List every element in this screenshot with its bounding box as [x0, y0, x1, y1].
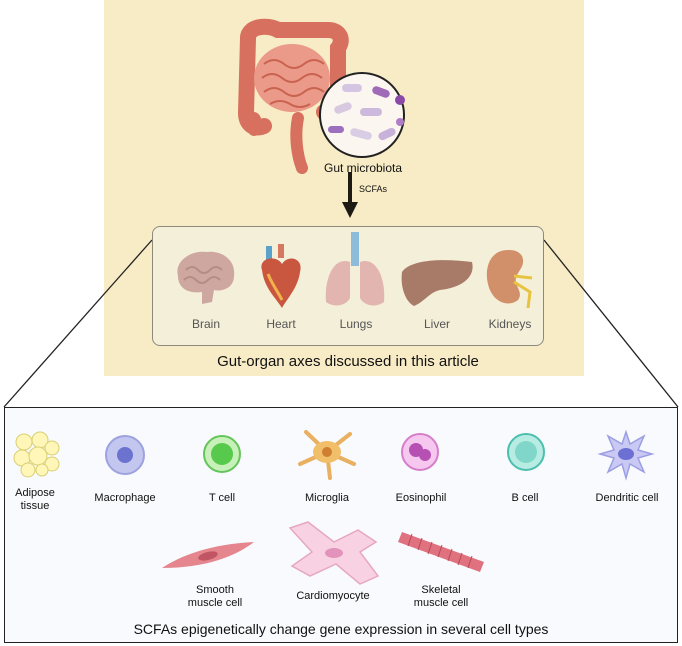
t-cell-icon	[203, 435, 241, 473]
scfa-label: SCFAs	[359, 184, 388, 194]
smooth-muscle-cell-icon	[162, 542, 254, 568]
organ-label-lungs: Lungs	[339, 317, 373, 331]
cell-label-t-cell: T cell	[208, 492, 236, 504]
dendritic-cell-icon	[597, 429, 655, 481]
organ-label-heart: Heart	[266, 317, 296, 331]
heart-icon	[261, 244, 301, 308]
cell-label-skeletal-muscle: Skeletal muscle cell	[413, 584, 469, 609]
down-arrow-icon	[342, 172, 358, 218]
gut-microbiota-label: Gut microbiota	[324, 161, 403, 175]
adipose-tissue-icon	[13, 431, 60, 478]
b-cell-icon	[507, 433, 545, 471]
macrophage-icon	[105, 435, 145, 475]
axes-caption: Gut-organ axes discussed in this article	[217, 353, 479, 370]
cell-label-cardiomyocyte: Cardiomyocyte	[296, 590, 370, 602]
cell-label-adipose: Adipose tissue	[15, 487, 55, 512]
microbiota-icon	[319, 72, 405, 158]
cell-label-smooth-muscle: Smooth muscle cell	[187, 584, 243, 609]
cell-label-eosinophil: Eosinophil	[395, 492, 447, 504]
cell-types-caption: SCFAs epigenetically change gene express…	[133, 621, 549, 637]
organ-label-liver: Liver	[423, 317, 450, 331]
lungs-icon	[325, 232, 385, 306]
skeletal-muscle-cell-icon	[398, 532, 484, 572]
cell-label-dendritic-cell: Dendritic cell	[595, 492, 659, 504]
cell-label-macrophage: Macrophage	[94, 492, 156, 504]
eosinophil-icon	[401, 433, 439, 471]
microglia-icon	[298, 430, 356, 480]
liver-icon	[401, 260, 473, 306]
cell-label-b-cell: B cell	[511, 492, 539, 504]
brain-icon	[177, 251, 235, 304]
cardiomyocyte-icon	[288, 521, 380, 585]
kidney-icon	[486, 250, 533, 309]
organ-label-brain: Brain	[191, 317, 220, 331]
organ-label-kidneys: Kidneys	[488, 317, 532, 331]
cell-label-microglia: Microglia	[304, 492, 349, 504]
